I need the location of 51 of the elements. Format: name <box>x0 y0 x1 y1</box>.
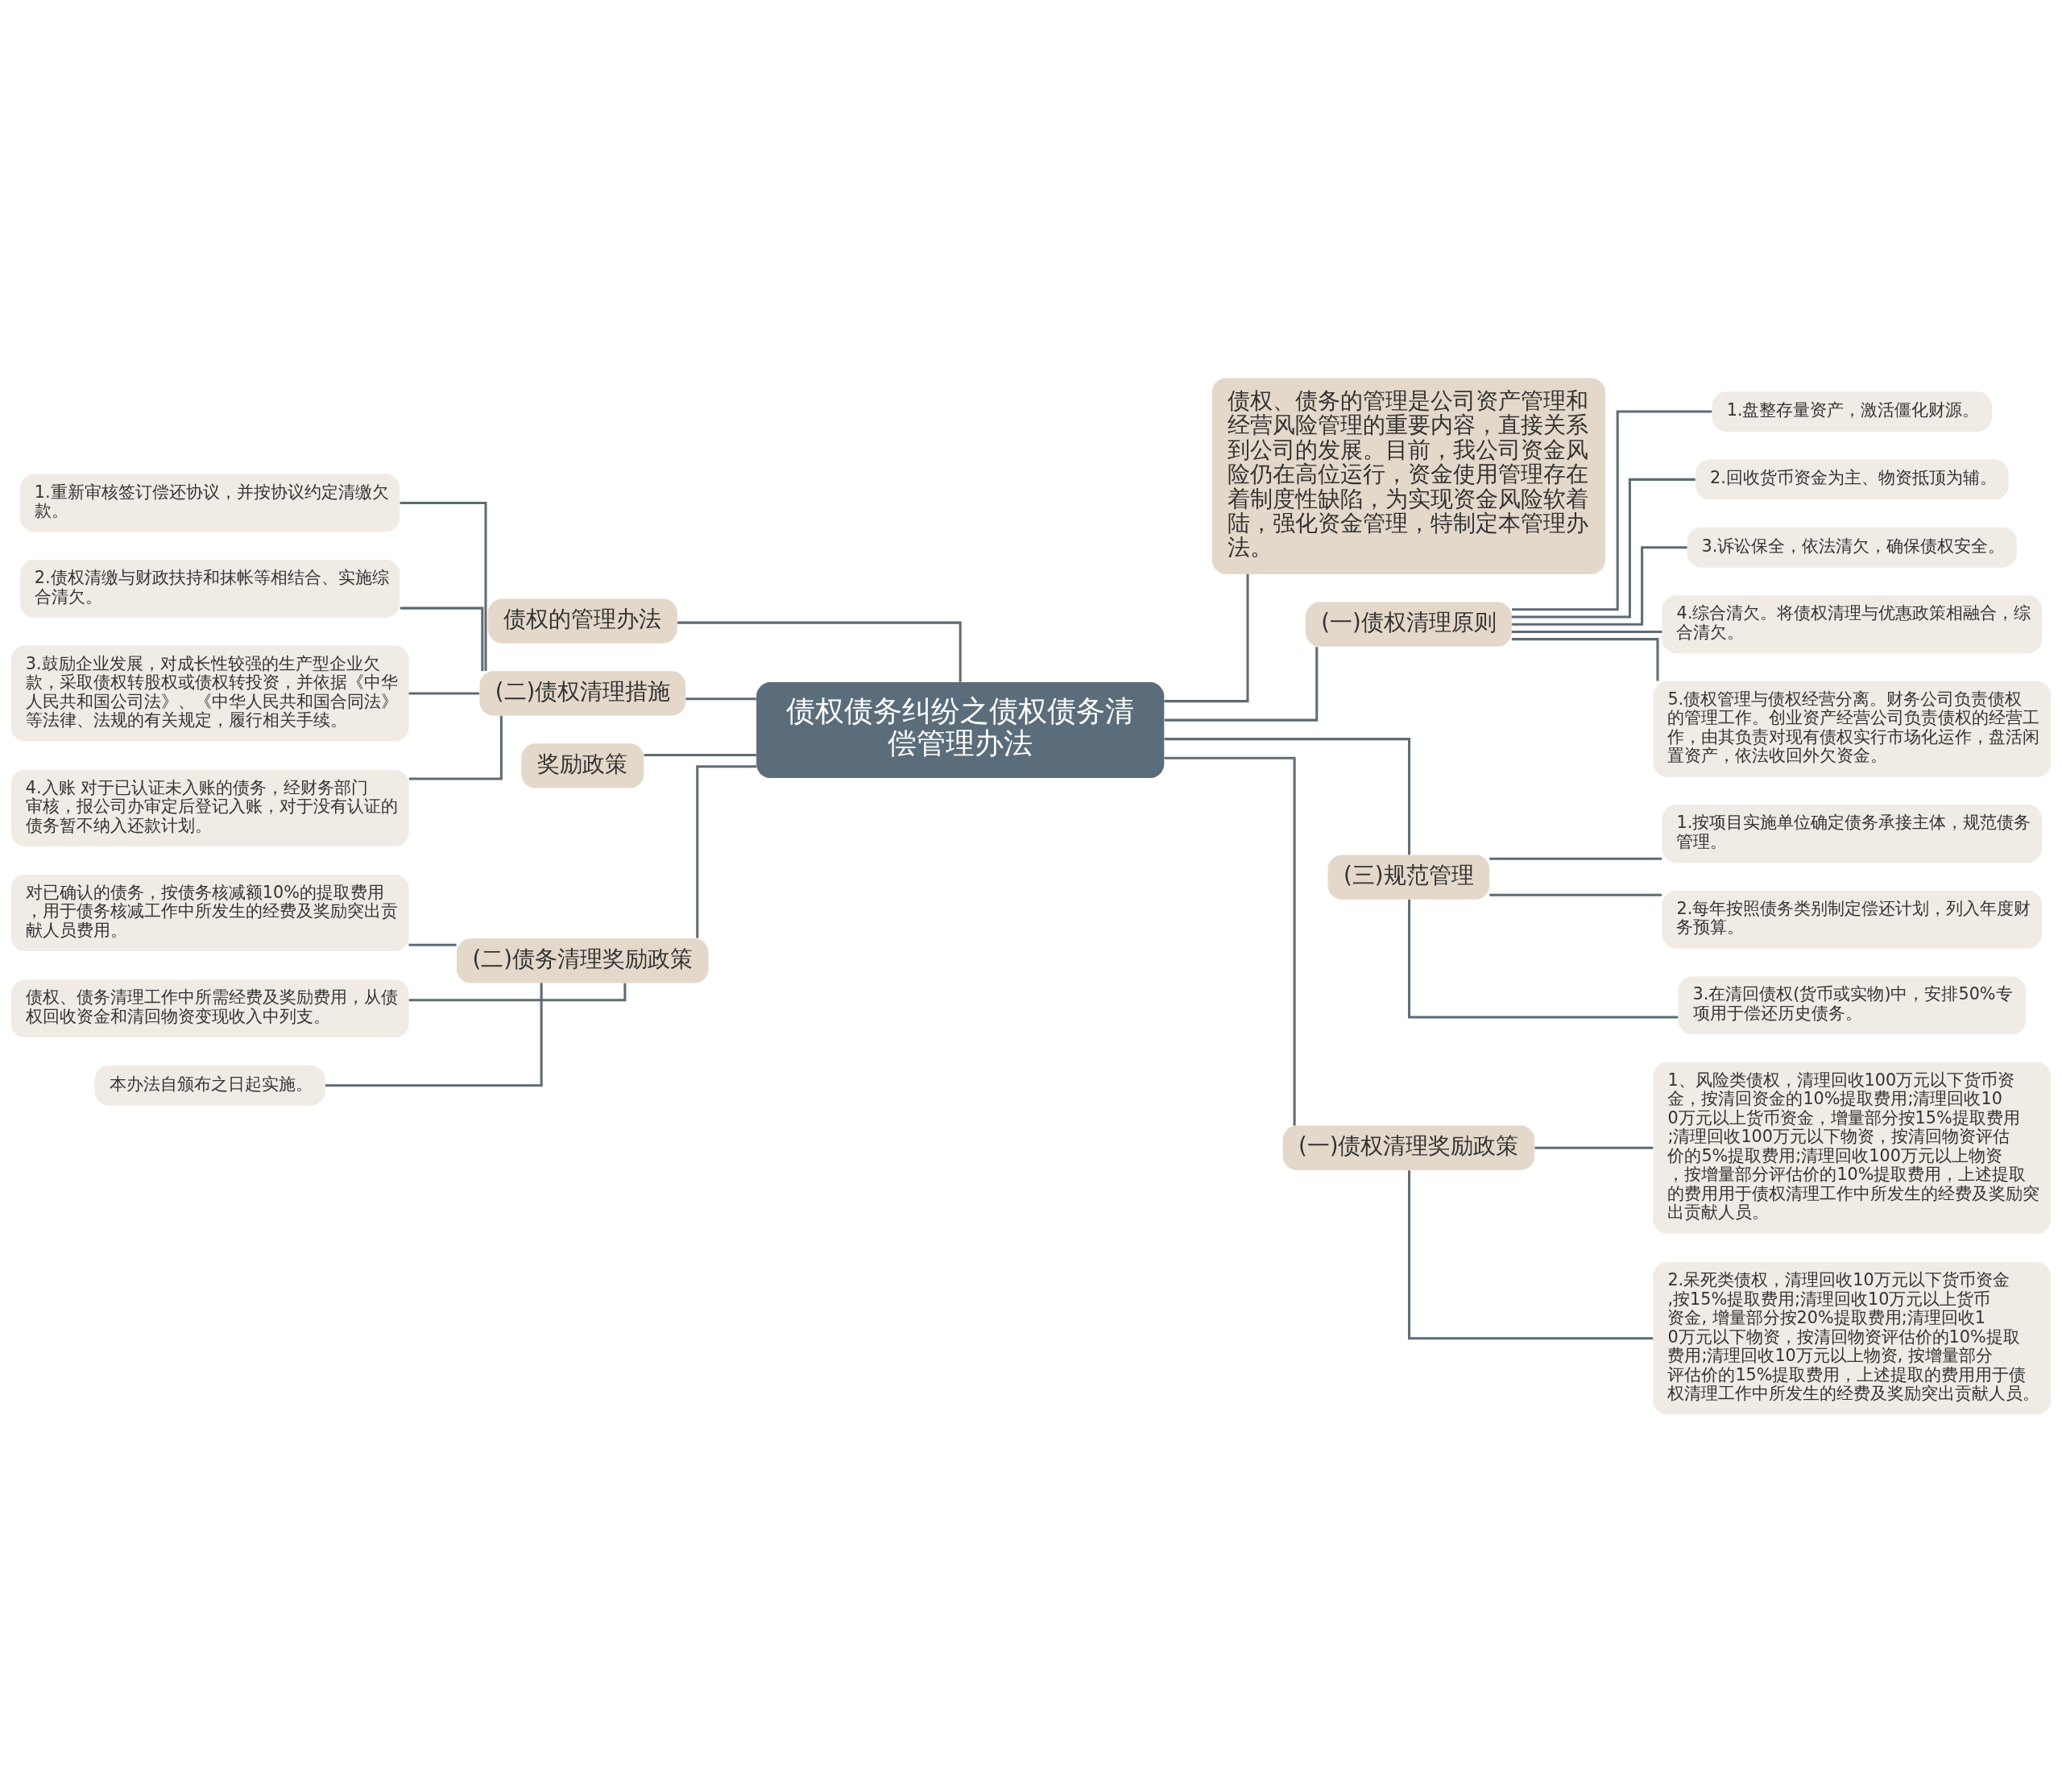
node-box: 1.按项目实施单位确定债务承接主体，规范债务管理。 <box>1662 804 2043 863</box>
node-box: 1.盘整存量资产，激活僵化财源。 <box>1712 391 1992 432</box>
node-box: 对已确认的债务，按债务核减额10%的提取费用，用于债务核减工作中所发生的经费及奖励突出贡献人员费用。 <box>10 874 409 951</box>
connector <box>1408 1169 1654 1339</box>
connector <box>408 715 503 780</box>
node-box: 奖励政策 <box>521 743 644 788</box>
node-box: 债权、债务的管理是公司资产管理和经营风险管理的重要内容，直接关系到公司的发展。目前，我公司资金风险仍在高位运行，资金使用管理存在着制度性缺陷，为实现资金风险软着陆，强化资金管理，特制定本管理办法。 <box>1211 378 1605 574</box>
connector <box>400 606 484 671</box>
node-box: (一)债权清理奖励政策 <box>1282 1125 1535 1170</box>
connector <box>408 691 479 694</box>
connector <box>1511 637 1659 681</box>
node-box: 1、风险类债权，清理回收100万元以下货币资金，按清回资金的10%提取费用;清理回收100万元以上货币资金，增量部分按15%提取费用;清理回收100万元以下物资，按清回物资评估价的5%提取费用;清理回收100万元以上物资，按增量部分评估价的10%提取费用，上述提取的费用用于债权清理工作中所发生的经费及奖励突出贡献人员。 <box>1653 1062 2052 1234</box>
node-box: 债权债务纠纷之债权债务清偿管理办法 <box>756 681 1165 778</box>
connector <box>1164 646 1319 722</box>
node-box: (二)债务清理奖励政策 <box>457 937 709 983</box>
node-box: 1.重新审核签订偿还协议，并按协议约定清缴欠款。 <box>19 474 400 532</box>
connector <box>1489 893 1662 896</box>
connector <box>1534 1146 1654 1149</box>
connector <box>400 501 487 671</box>
connector <box>1512 545 1687 626</box>
connector <box>677 621 962 682</box>
connector <box>1511 630 1662 633</box>
connector <box>1512 410 1712 610</box>
node-box: 3.诉讼保全，依法清欠，确保债权安全。 <box>1687 527 2017 568</box>
node-box: 债权的管理办法 <box>487 598 677 644</box>
node-box: 2.每年按照债务类别制定偿还计划，列入年度财务预算。 <box>1662 890 2043 949</box>
node-box: 4.入账 对于已认证未入账的债务，经财务部门审核，报公司办审定后登记入账，对于没有认证的债务暂不纳入还款计划。 <box>10 769 409 846</box>
connector <box>685 697 756 700</box>
connector <box>644 753 756 756</box>
connector <box>325 983 543 1086</box>
node-box: (一)债权清理原则 <box>1305 602 1512 647</box>
node-box: 债权、债务清理工作中所需经费及奖励费用，从债权回收资金和清回物资变现收入中列支。 <box>10 979 409 1037</box>
connector <box>1408 899 1679 1018</box>
node-box: 3.在清回债权(货币或实物)中，安排50%专项用于偿还历史债务。 <box>1678 975 2027 1034</box>
connector <box>1164 737 1411 855</box>
node-box: 5.债权管理与债权经营分离。财务公司负责债权的管理工作。创业资产经营公司负责债权的经营工作，由其负责对现有债权实行市场化运作，盘活闲置资产，依法收回外欠资金。 <box>1653 681 2052 777</box>
node-box: 2.回收货币资金为主、物资抵顶为辅。 <box>1696 459 2009 499</box>
node-box: 3.鼓励企业发展，对成长性较强的生产型企业欠款，采取债权转股权或债权转投资，并依据《中华人民共和国公司法》、《中华人民共和国合同法》等法律、法规的有关规定，履行相关手续。 <box>10 644 409 741</box>
connector <box>1164 756 1296 1125</box>
node-box: (二)债权清理措施 <box>479 670 686 716</box>
connector <box>696 764 756 938</box>
connector <box>1489 857 1662 860</box>
connector <box>1511 478 1696 618</box>
node-box: (三)规范管理 <box>1327 855 1490 900</box>
connector <box>408 943 457 946</box>
node-box: 4.综合清欠。将债权清理与优惠政策相融合，综合清欠。 <box>1662 594 2043 653</box>
connector <box>1164 573 1249 702</box>
node-box: 2.债权清缴与财政扶持和抹帐等相结合、实施综合清欠。 <box>19 559 400 618</box>
node-box: 本办法自颁布之日起实施。 <box>94 1065 325 1106</box>
connector <box>408 983 627 1001</box>
node-box: 2.呆死类债权，清理回收10万元以下货币资金,按15%提取费用;清理回收10万元以上货币资金, 增量部分按20%提取费用;清理回收10万元以下物资，按清回物资评估价的10%提取费用;清理回收10万元以上物资, 按增量部分评估价的15%提取费用，上述提取的费用用于债权清理工作中所发生的经费及奖励突出贡献人员。 <box>1653 1261 2052 1414</box>
